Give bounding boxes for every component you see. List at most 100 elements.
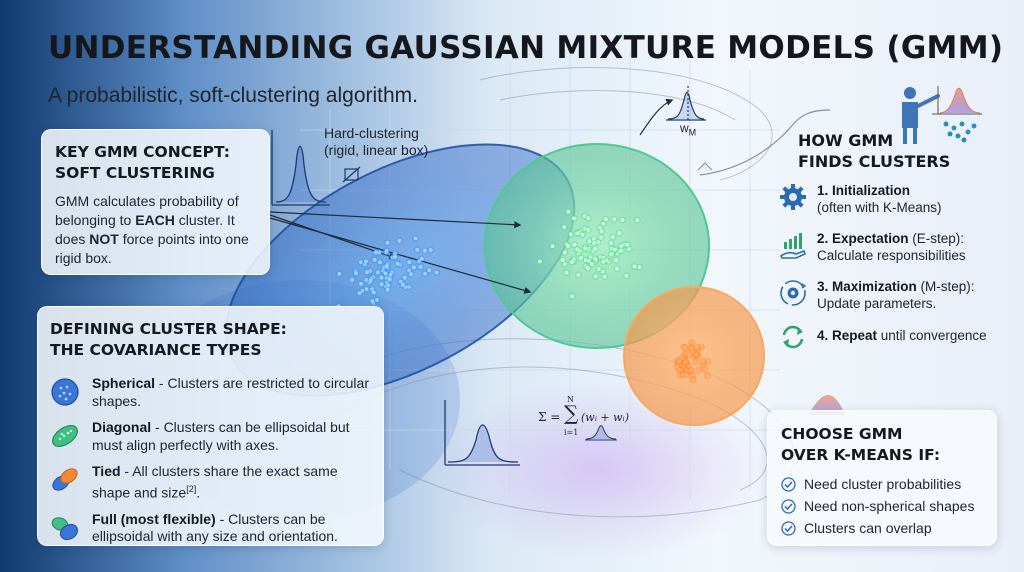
cluster-point <box>370 299 375 304</box>
key-text-part2: cluster. It does <box>55 212 235 247</box>
cluster-point <box>568 232 573 237</box>
cluster-point <box>689 346 694 350</box>
cluster-point <box>427 268 432 273</box>
choose-item: Need cluster probabilities <box>781 476 984 492</box>
key-text-part1: GMM calculates probability of belonging … <box>55 193 239 228</box>
cluster-point <box>587 259 592 263</box>
step2-title: 2. Expectation <box>817 231 909 246</box>
cluster-point <box>602 274 607 279</box>
cluster-point <box>570 294 574 299</box>
covariance-citation: [2] <box>186 483 197 494</box>
covariance-types-card: DEFINING CLUSTER SHAPE: THE COVARIANCE T… <box>37 306 384 546</box>
cluster-point <box>372 257 377 262</box>
cluster-point <box>622 242 627 247</box>
cluster-point <box>387 277 392 282</box>
full-icon <box>51 516 79 540</box>
cluster-point <box>699 344 704 349</box>
cluster-point <box>537 259 542 264</box>
cluster-point <box>401 282 405 287</box>
step3-rest: (M-step): <box>916 279 975 294</box>
choose-item-text: Need non-spherical shapes <box>804 498 975 514</box>
cluster-point <box>635 218 640 223</box>
cluster-point <box>384 275 389 280</box>
step-repeat: 4. Repeat until convergence <box>778 322 1018 352</box>
refresh-icon <box>782 325 804 349</box>
step-expectation-text: 2. Expectation (E-step): Calculate respo… <box>817 230 966 264</box>
cluster-point <box>681 372 685 376</box>
cluster-point <box>388 273 393 278</box>
gear-icon <box>780 184 806 210</box>
cluster-point <box>612 217 616 222</box>
cluster-point <box>370 287 375 292</box>
cluster-point <box>627 246 631 251</box>
cluster-point <box>385 287 390 292</box>
cluster-point <box>637 265 642 270</box>
cluster-point <box>586 227 590 232</box>
cluster-point <box>680 356 685 361</box>
cluster-point <box>601 221 606 226</box>
step-initialization: 1. Initialization (often with K-Means) <box>778 182 1018 216</box>
cluster-point <box>598 225 602 230</box>
cluster-point <box>384 264 389 268</box>
choose-title: CHOOSE GMM OVER K-MEANS IF: <box>781 424 984 466</box>
cluster-point <box>359 260 363 265</box>
cluster-point <box>381 268 385 273</box>
covariance-text-tied: Tied - All clusters share the exact same… <box>92 463 371 502</box>
cluster-point <box>360 289 365 293</box>
how-title-line1: HOW GMM <box>798 131 894 150</box>
cluster-point <box>337 272 342 276</box>
cluster-point <box>409 272 413 276</box>
cluster-point <box>677 359 682 363</box>
cluster-point <box>586 246 591 251</box>
cluster-point <box>413 236 418 241</box>
cluster-point <box>350 278 355 282</box>
cluster-point <box>566 244 570 248</box>
covariance-title-line2: THE COVARIANCE TYPES <box>50 341 262 359</box>
cluster-point <box>593 256 597 261</box>
cluster-point <box>696 368 701 372</box>
cluster-point <box>363 262 367 267</box>
cluster-point <box>407 268 412 273</box>
covariance-title-line1: DEFINING CLUSTER SHAPE: <box>50 320 287 338</box>
key-concept-card: KEY GMM CONCEPT: SOFT CLUSTERING GMM cal… <box>41 129 270 275</box>
hard-clustering-label: Hard-clustering (rigid, linear box) <box>324 125 428 159</box>
cluster-point <box>580 232 585 237</box>
cluster-point <box>364 259 368 264</box>
step4-title: 4. Repeat <box>817 328 878 343</box>
cluster-point <box>686 352 691 357</box>
cluster-point <box>583 214 587 219</box>
covariance-formula: Σ = N ∑ i=1 (wᵢ + wᵢ) <box>538 395 638 446</box>
cluster-point <box>690 373 695 378</box>
cluster-point <box>593 274 598 279</box>
hard-clustering-line2: (rigid, linear box) <box>324 142 429 158</box>
tied-icon <box>52 468 78 491</box>
cluster-point <box>597 267 601 271</box>
page-title: UNDERSTANDING GAUSSIAN MIXTURE MODELS (G… <box>48 30 1004 66</box>
cluster-point <box>562 262 567 266</box>
check-circle-icon <box>781 498 796 514</box>
cluster-point <box>691 378 696 382</box>
cluster-point <box>364 278 369 282</box>
covariance-desc-diagonal: - Clusters can be ellipsoidal but must a… <box>92 419 350 453</box>
cluster-point <box>359 281 363 286</box>
cluster-point <box>423 248 427 253</box>
chart-hand-icon <box>779 233 806 259</box>
key-text-part3: force points into one rigid box. <box>55 231 249 266</box>
covariance-item-tied: Tied - All clusters share the exact same… <box>50 463 371 502</box>
cluster-point <box>613 247 617 252</box>
cluster-point <box>619 248 624 253</box>
cluster-point <box>615 266 619 271</box>
cluster-point <box>681 365 686 370</box>
cluster-point <box>378 260 382 265</box>
cluster-point <box>683 360 687 365</box>
cluster-point <box>364 287 369 292</box>
cluster-point <box>593 246 598 251</box>
step1-line2: (often with K-Means) <box>817 200 942 215</box>
cluster-point <box>411 265 416 270</box>
cluster-point <box>689 341 694 345</box>
cluster-point <box>586 216 591 221</box>
step-maximization: 3. Maximization (M-step): Update paramet… <box>778 278 1018 312</box>
cluster-point <box>624 273 629 278</box>
cluster-point <box>403 275 407 280</box>
cluster-point <box>587 239 592 244</box>
